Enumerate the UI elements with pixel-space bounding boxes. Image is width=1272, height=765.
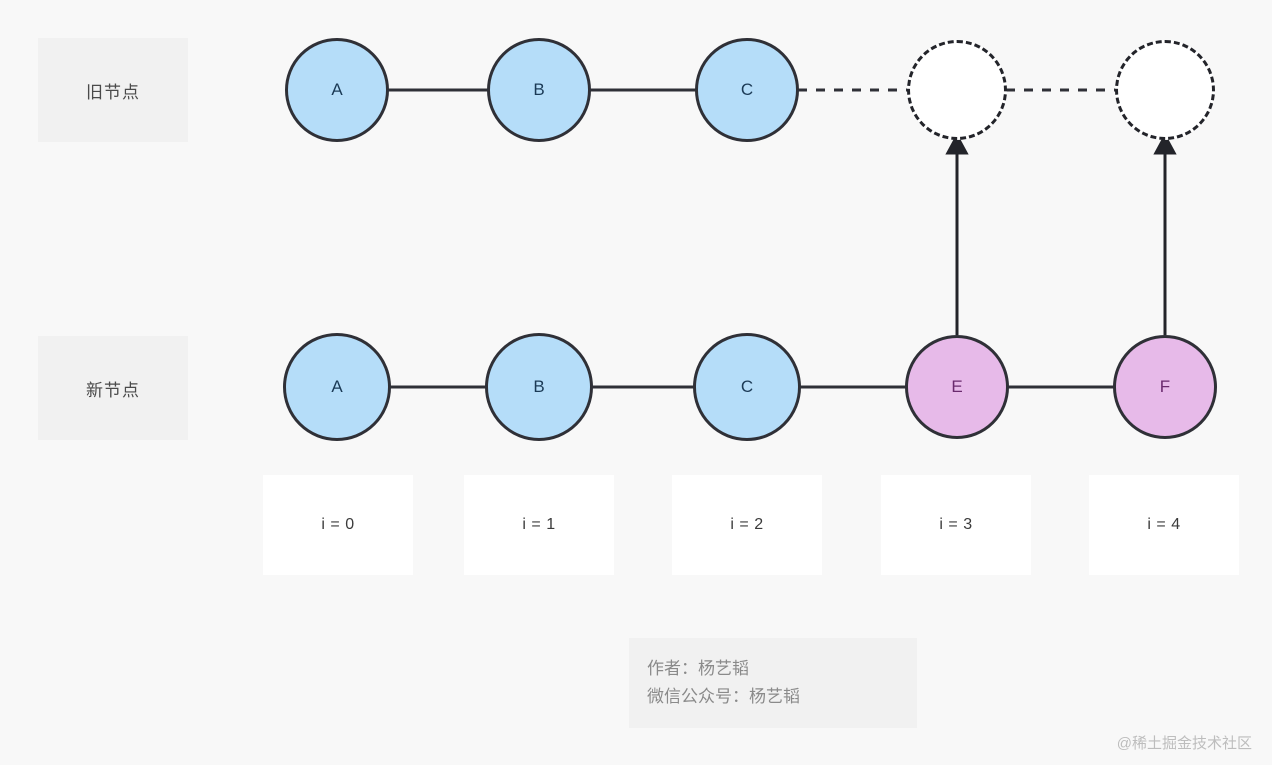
node-new-f: F: [1113, 335, 1217, 439]
index-box-label: i = 4: [1147, 516, 1181, 533]
edges-vertical-arrows: [945, 133, 1177, 335]
node-label: A: [331, 80, 343, 99]
index-box-4: i = 4: [1089, 475, 1239, 575]
watermark-label: @稀土掘金技术社区: [1116, 735, 1252, 752]
node-label: F: [1159, 377, 1171, 396]
index-box-label: i = 2: [730, 516, 764, 533]
node-label: A: [331, 377, 343, 396]
index-box-label: i = 0: [321, 516, 355, 533]
index-box-0: i = 0: [263, 475, 413, 575]
node-old-b: B: [487, 38, 591, 142]
node-label: B: [533, 80, 545, 99]
author-line: 作者：杨艺韬: [647, 659, 749, 678]
node-old-placeholder-4: [1115, 40, 1215, 140]
node-old-placeholder-3: [907, 40, 1007, 140]
wechat-line: 微信公众号：杨艺韬: [647, 687, 800, 706]
node-label: C: [740, 377, 754, 396]
node-new-e: E: [905, 335, 1009, 439]
index-box-2: i = 2: [672, 475, 822, 575]
index-box-label: i = 3: [939, 516, 973, 533]
index-box-1: i = 1: [464, 475, 614, 575]
index-box-label: i = 1: [522, 516, 556, 533]
node-old-a: A: [285, 38, 389, 142]
node-label: C: [740, 80, 754, 99]
index-box-3: i = 3: [881, 475, 1031, 575]
node-label: E: [951, 377, 963, 396]
row-label-new-nodes: 新节点: [38, 336, 188, 440]
author-credit-box: 作者：杨艺韬 微信公众号：杨艺韬: [629, 638, 917, 728]
row-label-old-text: 旧节点: [86, 82, 140, 102]
node-label: B: [533, 377, 545, 396]
row-label-new-text: 新节点: [86, 380, 140, 400]
node-new-a: A: [283, 333, 391, 441]
row-label-old-nodes: 旧节点: [38, 38, 188, 142]
node-new-c: C: [693, 333, 801, 441]
node-new-b: B: [485, 333, 593, 441]
node-old-c: C: [695, 38, 799, 142]
